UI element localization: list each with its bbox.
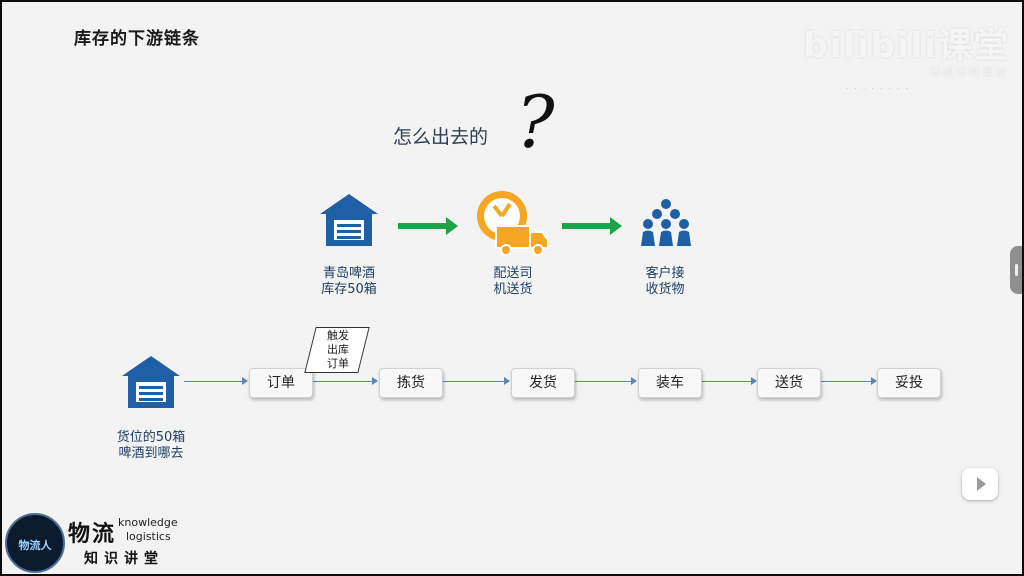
- flow-arrow-5: [821, 377, 877, 385]
- slide-title: 库存的下游链条: [74, 29, 200, 49]
- delivery-caption: 配送司 机送货: [493, 266, 533, 297]
- step-picking: 拣货: [379, 368, 443, 398]
- note-text: 触发 出库 订单: [327, 329, 349, 370]
- green-arrow-1: [398, 217, 458, 235]
- watermark-dots: ........: [845, 82, 914, 91]
- flow-arrow-3: [575, 377, 637, 385]
- flow-arrow-0: [184, 377, 248, 385]
- step-delivery: 送货: [757, 368, 821, 398]
- logo-sub-text: 知识讲堂: [84, 551, 164, 567]
- logo-english-1: knowledge: [118, 516, 178, 529]
- step-order: 订单: [249, 368, 313, 398]
- question-text: 怎么出去的: [393, 126, 489, 148]
- logo-badge: 物流人: [5, 513, 65, 573]
- customers-group-icon: [638, 198, 694, 252]
- warehouse-icon: [318, 192, 380, 252]
- play-tv-button[interactable]: [962, 468, 998, 500]
- flow-arrow-2: [443, 377, 510, 385]
- watermark-brand: bilibili课堂: [803, 26, 1010, 66]
- logo-main-text: 物流: [68, 521, 117, 547]
- logo-english-2: logistics: [126, 530, 171, 543]
- logo-badge-text: 物流人: [18, 539, 52, 552]
- watermark-sub: 哔哩哔哩课堂: [930, 66, 1008, 79]
- flow-arrow-4: [701, 377, 757, 385]
- flow-arrow-1: [313, 377, 378, 385]
- warehouse-icon: [120, 354, 182, 414]
- source-caption: 货位的50箱 啤酒到哪去: [116, 430, 186, 461]
- step-shipping: 发货: [511, 368, 575, 398]
- step-loading: 装车: [638, 368, 702, 398]
- question-mark: ?: [516, 80, 555, 164]
- green-arrow-2: [562, 217, 622, 235]
- side-drawer-handle[interactable]: [1010, 246, 1024, 294]
- warehouse-caption: 青岛啤酒 库存50箱: [321, 266, 377, 297]
- customer-caption: 客户接 收货物: [645, 266, 685, 297]
- faint-watermark: ​: [548, 486, 658, 501]
- delivery-truck-clock-icon: [472, 188, 552, 262]
- step-delivered: 妥投: [877, 368, 941, 398]
